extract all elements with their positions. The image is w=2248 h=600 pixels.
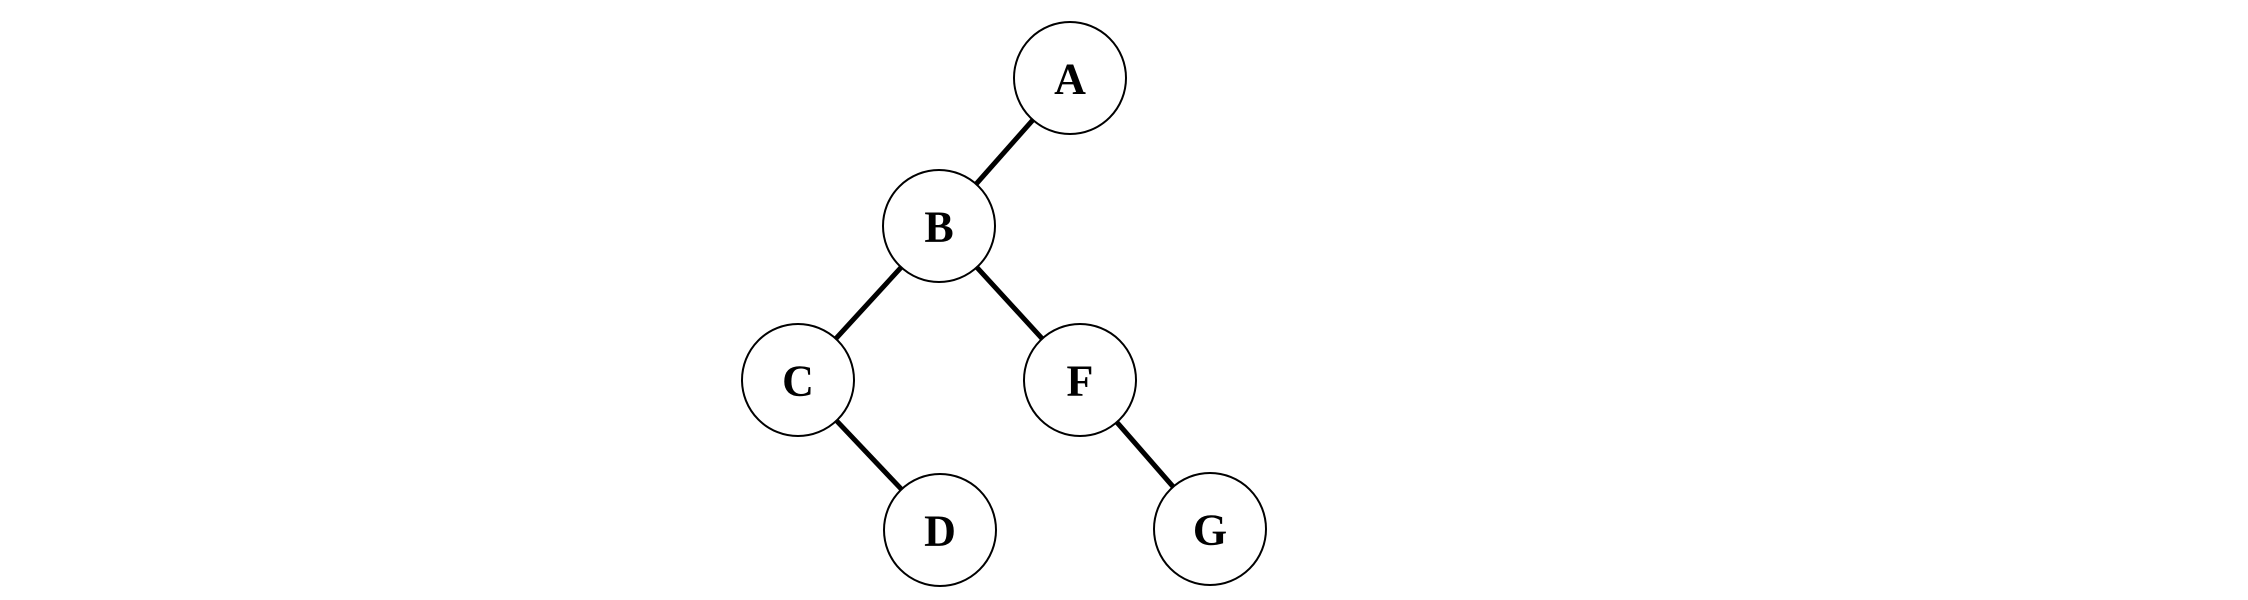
graph-edge-b-c bbox=[833, 265, 904, 341]
graph-node-circle-d[interactable] bbox=[883, 473, 997, 587]
graph-node-label-a: A bbox=[1054, 55, 1086, 104]
graph-node-label-g: G bbox=[1193, 506, 1227, 555]
graph-node-g[interactable]: G bbox=[1153, 472, 1267, 586]
graph-node-c[interactable]: C bbox=[741, 323, 855, 437]
graph-node-label-b: B bbox=[924, 203, 953, 252]
graph-edge-f-g bbox=[1114, 420, 1176, 489]
graph-edge-a-b bbox=[974, 118, 1035, 186]
graph-node-circle-a[interactable] bbox=[1013, 21, 1127, 135]
graph-node-d[interactable]: D bbox=[883, 473, 997, 587]
graph-node-label-d: D bbox=[924, 507, 956, 556]
graph-node-b[interactable]: B bbox=[882, 169, 996, 283]
graph-node-circle-f[interactable] bbox=[1023, 323, 1137, 437]
graph-edge-c-d bbox=[834, 418, 904, 492]
nodes-layer: A B C F D G bbox=[741, 21, 1267, 587]
graph-node-circle-c[interactable] bbox=[741, 323, 855, 437]
graph-edge-b-f bbox=[974, 265, 1045, 341]
graph-node-label-c: C bbox=[782, 357, 814, 406]
graph-node-a[interactable]: A bbox=[1013, 21, 1127, 135]
graph-node-circle-b[interactable] bbox=[882, 169, 996, 283]
graph-node-label-f: F bbox=[1067, 357, 1094, 406]
graph-node-f[interactable]: F bbox=[1023, 323, 1137, 437]
edges-layer bbox=[833, 118, 1176, 492]
graph-node-circle-g[interactable] bbox=[1153, 472, 1267, 586]
